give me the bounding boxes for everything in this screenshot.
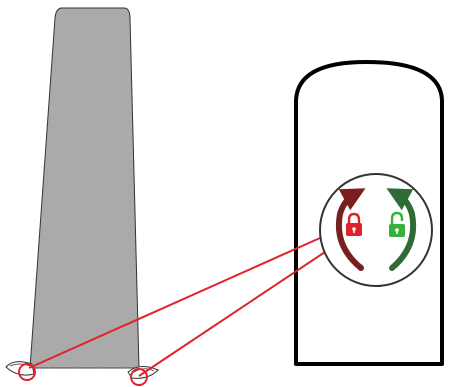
target-circle-right [130, 368, 148, 386]
pointer-lines [28, 237, 326, 377]
rotate-counterclockwise-arrow-icon [335, 188, 366, 271]
lock-icon [346, 212, 362, 236]
rotate-clockwise-arrow-icon [386, 188, 416, 271]
target-circle-left [18, 363, 36, 381]
pointer-line-upper [28, 237, 321, 369]
tapered-panel [29, 7, 140, 369]
tapered-panel-body [29, 7, 140, 369]
unlock-icon [389, 211, 405, 237]
callout-magnifier [319, 173, 433, 287]
pointer-line-lower [138, 251, 326, 377]
